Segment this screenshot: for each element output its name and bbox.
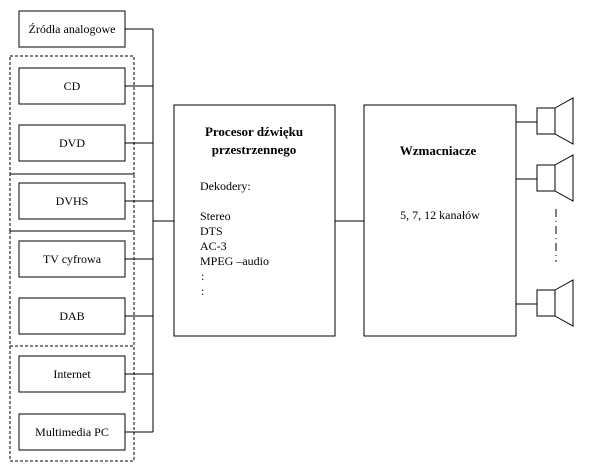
amplifier-channels: 5, 7, 12 kanałów <box>400 208 480 222</box>
source-internet: Internet <box>18 355 126 393</box>
source-dab: DAB <box>18 297 126 335</box>
source-cd: CD <box>18 67 126 105</box>
decoder-mpeg-audio: MPEG –audio <box>200 254 269 268</box>
source-label: Internet <box>53 367 91 381</box>
source-label: CD <box>64 79 81 93</box>
processor-title-line1: Procesor dźwięku <box>205 124 303 139</box>
ellipsis-2: : <box>201 284 204 298</box>
speaker-icon <box>536 97 574 145</box>
source-label: Multimedia PC <box>35 425 109 439</box>
amplifier-block: Wzmacniacze 5, 7, 12 kanałów <box>363 104 517 337</box>
source-dvhs: DVHS <box>18 182 126 220</box>
decoder-dts: DTS <box>200 224 223 238</box>
decoder-ac3: AC-3 <box>200 239 227 253</box>
group-cd-dvd <box>9 55 135 175</box>
source-dvd: DVD <box>18 124 126 162</box>
source-label: Źródła analogowe <box>29 22 116 36</box>
source-label: DVD <box>59 136 85 150</box>
ellipsis-1: : <box>201 269 204 283</box>
source-zrodla-analogowe: Źródła analogowe <box>18 10 126 48</box>
source-label: TV cyfrowa <box>43 252 102 266</box>
source-label: DVHS <box>56 194 89 208</box>
speaker-icon <box>536 154 574 202</box>
speaker-connectors <box>516 121 537 305</box>
source-tv-cyfrowa: TV cyfrowa <box>18 240 126 278</box>
group-internet-pc <box>9 345 135 462</box>
processor-block: Procesor dźwięku przestrzennego Dekodery… <box>173 104 336 337</box>
source-multimedia-pc: Multimedia PC <box>18 413 126 451</box>
decoder-stereo: Stereo <box>200 209 231 223</box>
source-label: DAB <box>59 309 84 323</box>
processor-title-line2: przestrzennego <box>212 142 296 157</box>
speaker-icon <box>536 279 574 327</box>
decoders-label: Dekodery: <box>200 179 251 193</box>
amplifier-title: Wzmacniacze <box>400 143 477 158</box>
source-connectors <box>125 28 174 433</box>
